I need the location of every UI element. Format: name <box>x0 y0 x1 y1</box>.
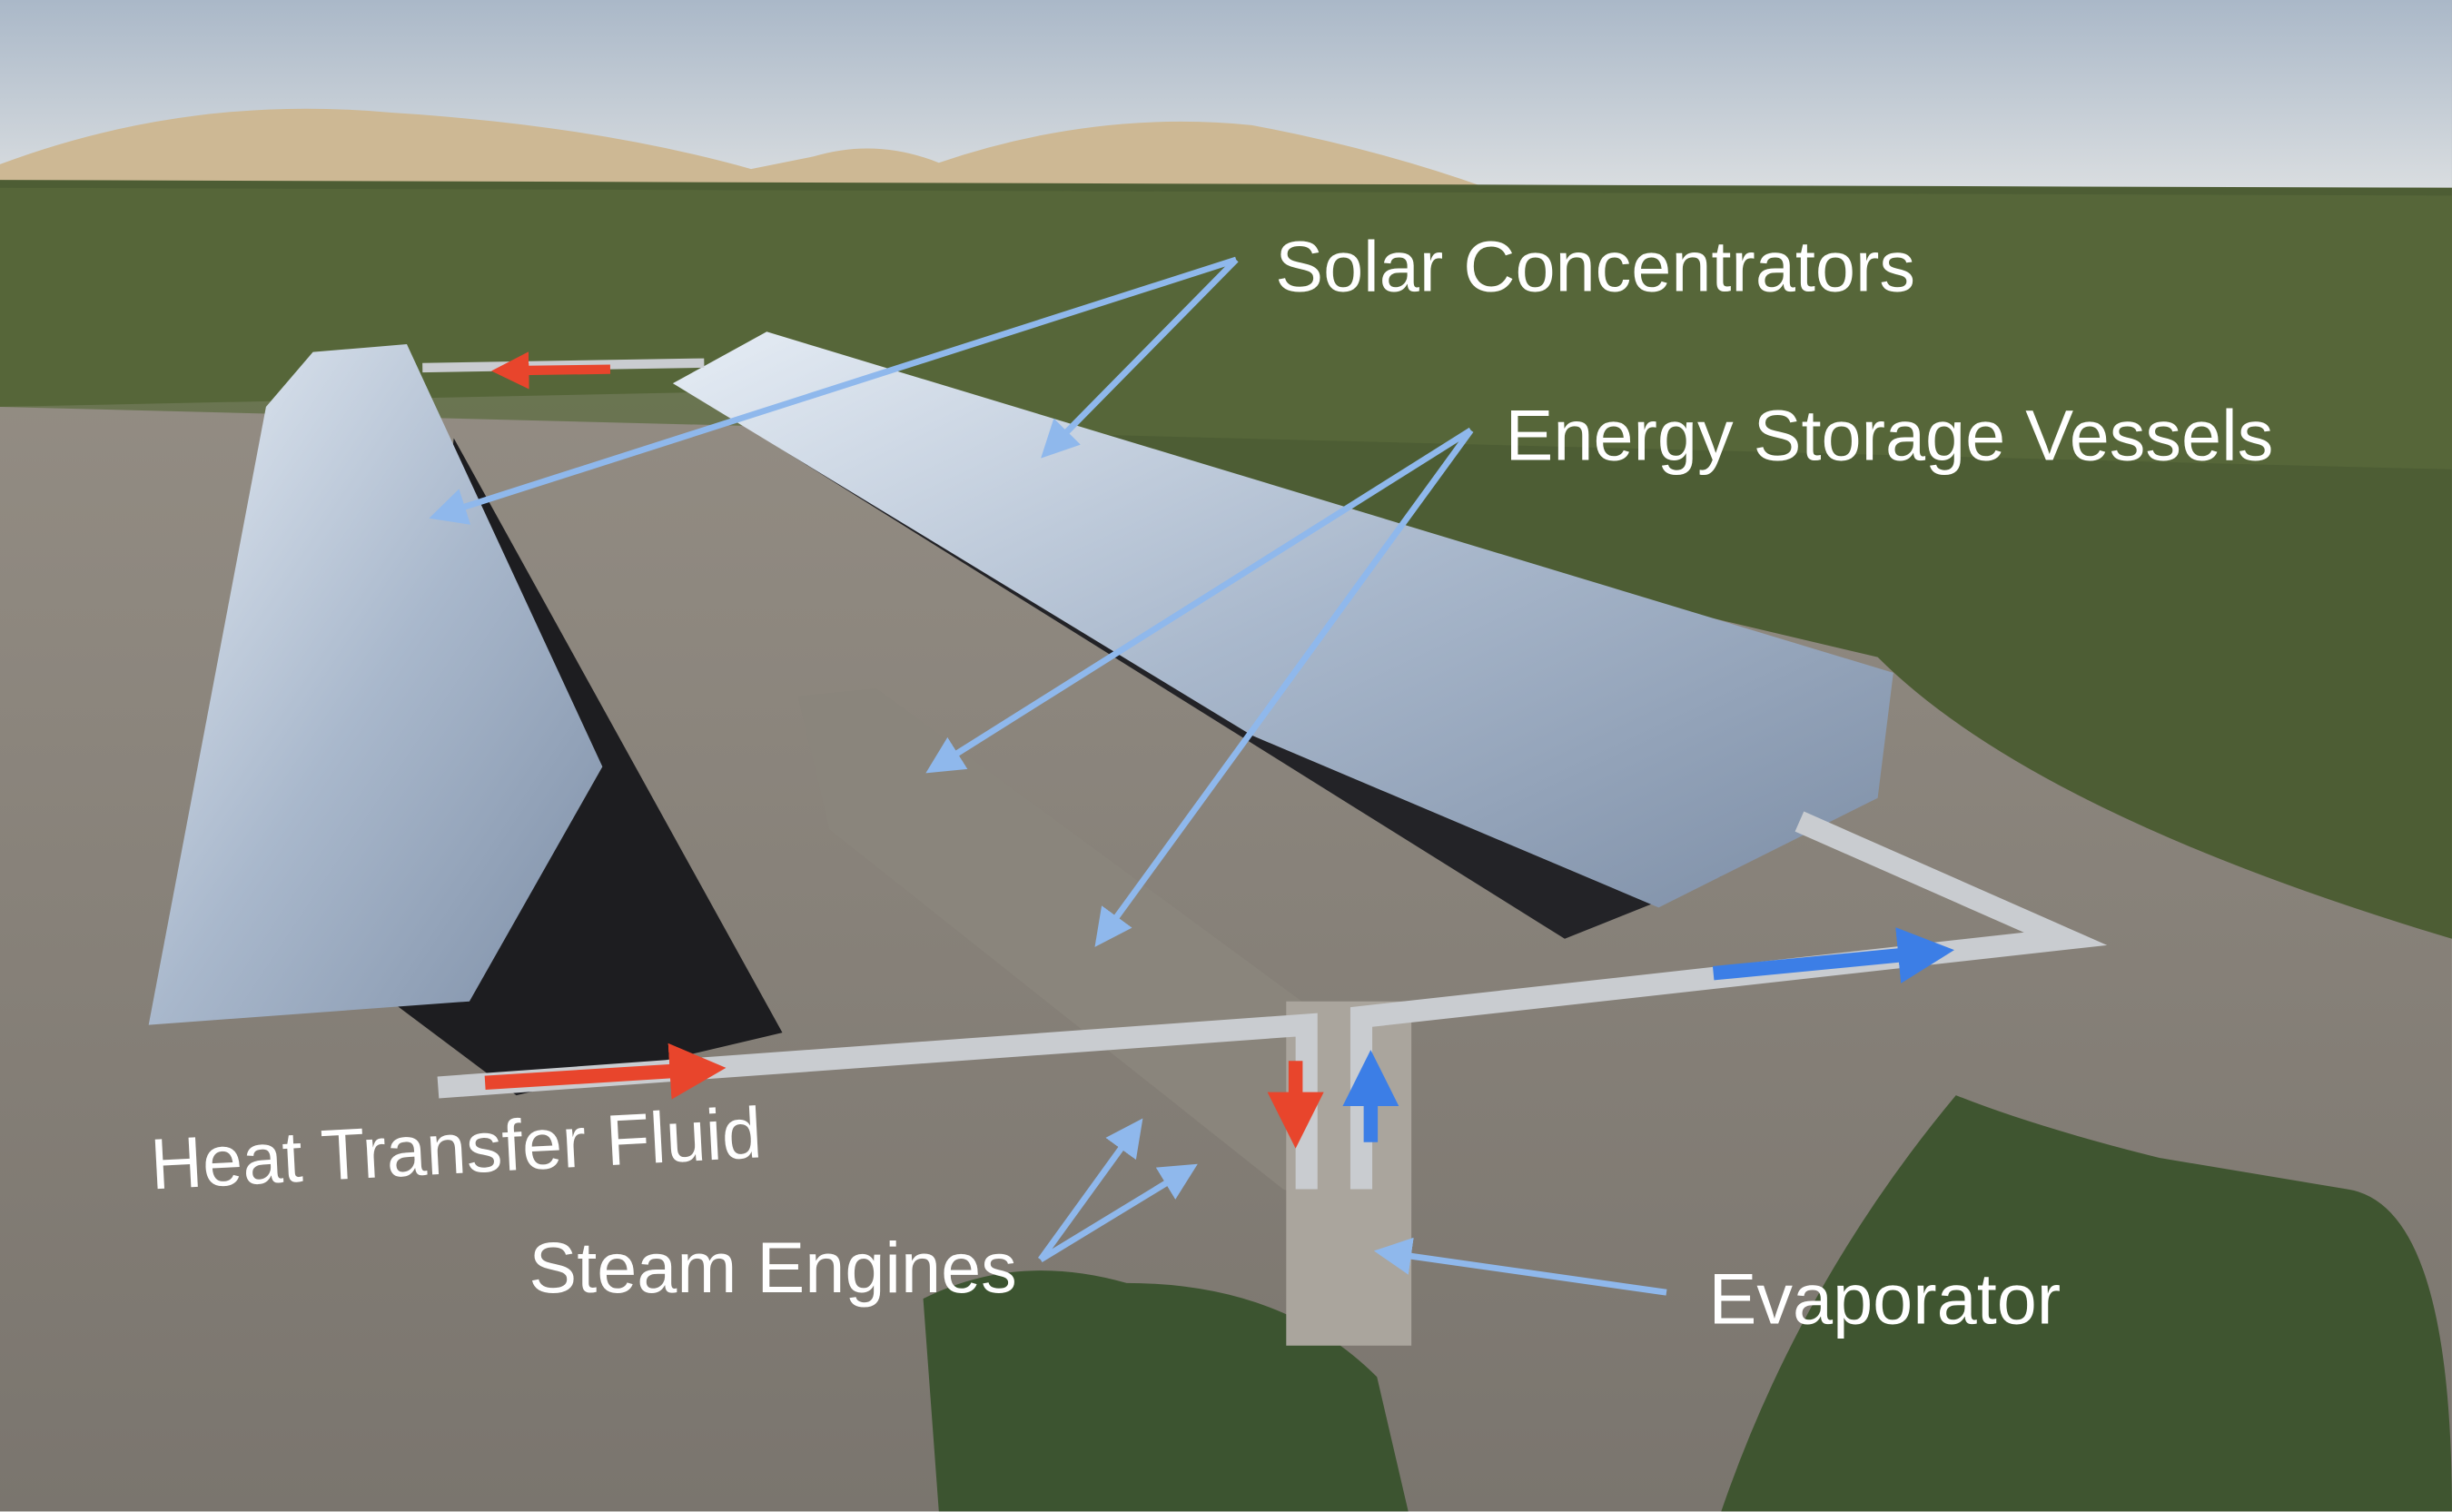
flow-arrows <box>484 351 1954 1149</box>
label-energy-storage-vessels: Energy Storage Vessels <box>1506 395 2274 476</box>
label-evaporator: Evaporator <box>1709 1259 2061 1339</box>
steam-pointer-1 <box>1038 1118 1143 1262</box>
right-solar-concentrator <box>672 331 1893 908</box>
steam-pointer-2 <box>1039 1163 1198 1262</box>
hot-return-arrow <box>491 351 611 390</box>
label-steam-engines: Steam Engines <box>529 1227 1016 1308</box>
cold-flow-arrow <box>1712 927 1954 983</box>
hot-flow-arrow <box>484 1043 727 1100</box>
left-solar-concentrator <box>148 344 603 1025</box>
label-solar-concentrators: Solar Concentrators <box>1275 225 1915 306</box>
solar-pointer-right <box>1041 257 1239 459</box>
evaporator-pointer <box>1373 1237 1667 1296</box>
solar-pointer-left <box>429 256 1238 525</box>
storage-pointer-2 <box>1094 428 1474 947</box>
energy-storage-vessel <box>797 688 1409 1220</box>
hills <box>0 108 1487 188</box>
pointer-arrows <box>429 256 1667 1296</box>
foreground-trees <box>1721 1095 2452 1512</box>
storage-pointer-1 <box>925 427 1473 774</box>
